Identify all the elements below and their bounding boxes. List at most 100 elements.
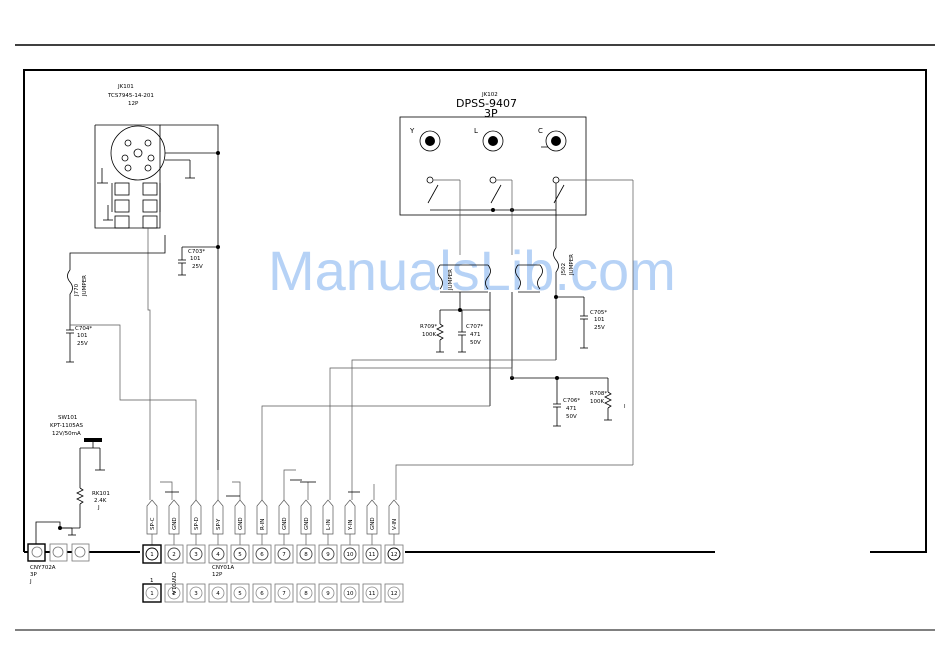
pin-number: 2 [172,552,176,558]
board-outline [23,69,927,553]
pin-number: 3 [194,552,198,558]
jk102-pins: 3P [484,107,498,120]
cny702a-note: J [29,579,32,585]
connector-pin: 2 [164,544,184,564]
c706-r708: C706* 471 50V R708* 100K l [510,376,626,427]
jk102-label-l: L [474,127,478,135]
jk102-label-y: Y [409,127,415,135]
c705-voltage: 25V [594,325,605,331]
signal-label-row: SP-C GND SP-D SP-Y GND R-IN GND GND L-IN Y-IN GND V… [146,499,400,545]
pin-number-mirror: 12 [391,591,398,597]
c707-ref: C707* [466,324,483,330]
jk101-part: TCS7945-14-201 [107,93,154,99]
signal-label-text: GND [238,517,244,530]
r709-c707: R709* 100K C707* 471 50V [420,309,490,353]
signal-label-text: GND [304,517,310,530]
pin-number-mirror: 9 [326,591,330,597]
signal-label: GND [168,499,180,545]
signal-label-text: GND [370,517,376,530]
watermark: ManualsLib.com [268,239,676,302]
left-jumper-ref: J770 [74,283,80,297]
pin-number: 4 [216,552,220,558]
c707-value: 471 [470,332,481,338]
connector-pin-mirror: 8 [296,583,316,603]
connector-pin-mirror: 10 [340,583,360,603]
jk102-jumpers: JUMPER J502 JUMPER [437,247,584,406]
marker-l: l [624,404,626,410]
connector-pin: 4 [208,544,228,564]
signal-label-text: Y-IN [348,520,354,531]
pin-number: 11 [369,552,376,558]
c703-voltage: 25V [192,264,203,270]
signal-label: GND [234,499,246,545]
pin-number-mirror: 10 [347,591,354,597]
pin-number-mirror: 5 [238,591,242,597]
signal-label: SP-D [190,499,202,545]
connector-pin-mirror: 1 [142,583,162,603]
jk102-ref: JK102 [481,92,498,98]
pin-number: 10 [347,552,354,558]
connector-pin-mirror: 7 [274,583,294,603]
jk101-ref: JK101 [117,84,134,90]
c703-value: 101 [190,256,201,262]
connector-pin: 3 [186,544,206,564]
pin-number: 12 [391,552,398,558]
sw101-rating: 12V/50mA [52,431,81,437]
connector-pin: 11 [362,544,382,564]
connector-pin: 9 [318,544,338,564]
pin-number: 5 [238,552,242,558]
connector-pin-mirror: 6 [252,583,272,603]
connector-pin: 1 [142,544,162,564]
connector-pin: 7 [274,544,294,564]
signal-label-text: GND [172,517,178,530]
jk102-label-c: C [538,127,543,135]
signal-label: GND [278,499,290,545]
signal-label: GND [300,499,312,545]
pin-number: 7 [282,552,286,558]
left-jumper-type: JUMPER [82,275,88,297]
pin-number-mirror: 6 [260,591,264,597]
signal-label: L-IN [322,499,334,545]
c704-ref: C704* [75,326,92,332]
jk102-connector: JK102 DPSS-9407 3P Y L C [399,92,634,465]
marker-1: 1 [150,578,154,584]
right-jumper-type: JUMPER [569,254,575,276]
pin-number-mirror: 3 [194,591,198,597]
c703-ref: C703* [188,249,205,255]
rk101-value: 2.4K [94,498,107,504]
connector-pin-mirror: 4 [208,583,228,603]
jk101-connector: JK101 TCS7945-14-201 12P [69,84,220,500]
connector-pin: 12 [384,544,404,564]
signal-label-text: SP-C [150,517,156,530]
connector-pin: 10 [340,544,360,564]
sw101-part: KPT-1105AS [50,423,84,429]
connector-pin-mirror: 3 [186,583,206,603]
signal-label-text: SP-Y [216,518,222,530]
pin-number: 1 [150,552,154,558]
connector-pin: 5 [230,544,250,564]
signal-label-text: R-IN [260,519,266,530]
rk101-ref: RK101 [92,491,110,497]
signal-label-text: V-IN [392,519,398,530]
signal-label-text: L-IN [326,519,332,530]
signal-label: SP-C [146,499,158,545]
signal-label: Y-IN [344,499,356,545]
left-jumper: J770 JUMPER [67,269,88,330]
c706-ref: C706* [563,398,580,404]
c705-value: 101 [594,317,605,323]
connector-pin-mirror: 11 [362,583,382,603]
cny01a-pins: 12P [212,572,223,578]
signal-routing [160,359,633,500]
jk102-part: DPSS-9407 [456,97,517,110]
sw101-ref: SW101 [58,415,77,421]
c705-ref: C705* [590,310,607,316]
rk101-note: J [97,505,100,511]
pin-number-mirror: 7 [282,591,286,597]
c706-voltage: 50V [566,414,577,420]
connector-pin: 8 [296,544,316,564]
c706-value: 471 [566,406,577,412]
mid-jumper-label: JUMPER [448,269,454,291]
